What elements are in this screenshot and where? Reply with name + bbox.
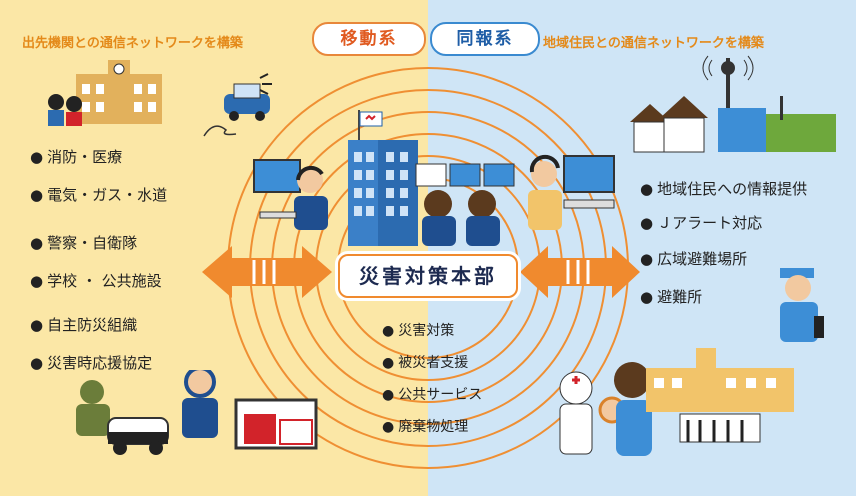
- left-double-arrow: [202, 246, 332, 298]
- left-operator-illustration: [253, 159, 328, 230]
- list-item: Ｊアラート対応: [640, 212, 762, 233]
- list-item: 広域避難場所: [640, 248, 747, 269]
- town-with-loudspeakers-illustration: [630, 55, 836, 153]
- broadcast-system-label: 同報系: [430, 22, 540, 56]
- list-item: 自主防災組織: [30, 314, 137, 335]
- list-item: 避難所: [640, 286, 702, 307]
- patrol-car-radio-illustration: [203, 73, 272, 137]
- list-item: 学校 ・ 公共施設: [30, 270, 162, 291]
- list-item: 被災者支援: [382, 352, 468, 372]
- emergency-services-illustration: [76, 370, 318, 455]
- list-item: 電気・ガス・水道: [30, 184, 167, 205]
- list-item: 廃棄物処理: [382, 416, 468, 436]
- right-operator-illustration: [528, 154, 615, 230]
- control-room-operators-illustration: [415, 163, 515, 246]
- list-item: 公共サービス: [382, 384, 482, 404]
- shelter-school-illustration: [559, 348, 794, 456]
- list-item: 災害対策: [382, 320, 454, 340]
- hq-building-illustration: [348, 110, 418, 246]
- mobile-system-label: 移動系: [312, 22, 426, 56]
- list-item: 地域住民への情報提供: [640, 178, 807, 199]
- school-building-illustration: [48, 60, 162, 126]
- evacuation-guide-illustration: [780, 268, 824, 342]
- disaster-hq-label: 災害対策本部: [338, 254, 518, 298]
- right-double-arrow: [520, 246, 640, 298]
- right-header: 地域住民との通信ネットワークを構築: [543, 36, 764, 51]
- list-item: 消防・医療: [30, 146, 122, 167]
- list-item: 災害時応援協定: [30, 352, 152, 373]
- list-item: 警察・自衛隊: [30, 232, 137, 253]
- left-header: 出先機関との通信ネットワークを構築: [22, 36, 243, 51]
